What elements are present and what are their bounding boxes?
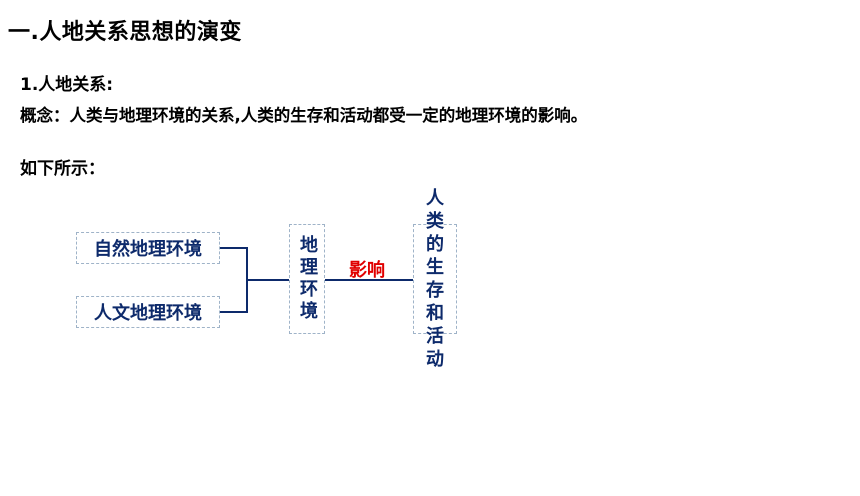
connector-line [220, 311, 248, 313]
influence-label: 影响 [349, 260, 385, 281]
connector-line [246, 279, 289, 281]
concept-text: 概念：人类与地理环境的关系,人类的生存和活动都受一定的地理环境的影响。 [20, 106, 588, 125]
follow-text: 如下所示： [20, 159, 105, 179]
connector-line [220, 247, 248, 249]
geographic-environment-box: 地理环境 [289, 224, 325, 334]
human-environment-box: 人文地理环境 [76, 296, 220, 328]
natural-environment-box: 自然地理环境 [76, 232, 220, 264]
influence-arrow-line [325, 279, 413, 281]
section-heading: 1.人地关系: [20, 75, 114, 95]
page-title: 一.人地关系思想的演变 [8, 20, 242, 45]
human-activity-box: 人类的生存和活动 [413, 188, 457, 370]
